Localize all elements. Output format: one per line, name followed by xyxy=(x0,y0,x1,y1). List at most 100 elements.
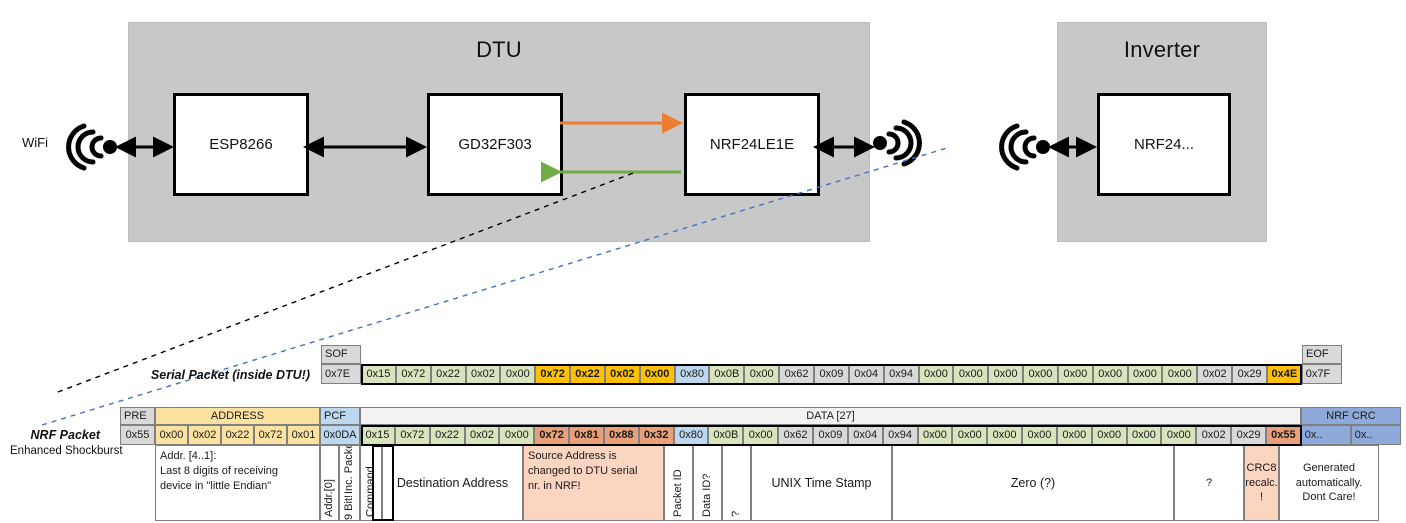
desc-pcf-line2: Inc. Packet Length xyxy=(343,445,355,494)
desc-unknown-1: ? xyxy=(722,445,751,521)
serial-byte-9: 0x80 xyxy=(674,364,710,384)
serial-byte-25: 0x29 xyxy=(1232,364,1267,384)
nrf-crc-cells: 0x..0x.. xyxy=(1300,425,1401,445)
desc-pcf: 9 Bit! Inc. Packet Length xyxy=(339,445,360,521)
nrf-byte-3: 0x02 xyxy=(464,425,500,445)
desc-zero: Zero (?) xyxy=(892,445,1174,521)
desc-crc8-line2: recalc. xyxy=(1245,476,1278,489)
nrf-pcf-header: PCF xyxy=(320,407,360,425)
desc-address: Addr. [4..1]: Last 8 digits of receiving… xyxy=(155,445,320,521)
chip-nrf24-inverter[interactable]: NRF24... xyxy=(1097,93,1231,196)
nrf-byte-21: 0x00 xyxy=(1091,425,1127,445)
desc-source-address: Source Address is changed to DTU serial … xyxy=(523,445,664,521)
serial-byte-1: 0x72 xyxy=(395,364,431,384)
serial-sof-value: 0x7E xyxy=(321,364,361,384)
serial-byte-4: 0x00 xyxy=(500,364,536,384)
nrf-crc-byte-0: 0x.. xyxy=(1300,425,1351,445)
dtu-antenna-dot xyxy=(873,136,887,150)
chip-esp8266-label: ESP8266 xyxy=(209,136,273,153)
wifi-label: WiFi xyxy=(22,135,48,150)
nrf-address-byte-4: 0x01 xyxy=(287,425,320,445)
serial-byte-12: 0x62 xyxy=(779,364,814,384)
serial-byte-21: 0x00 xyxy=(1092,364,1128,384)
wifi-antenna-dot xyxy=(103,140,117,154)
serial-byte-11: 0x00 xyxy=(744,364,780,384)
desc-data-id: Data ID? xyxy=(693,445,722,521)
serial-byte-22: 0x00 xyxy=(1127,364,1163,384)
desc-address-line3: device in "little Endian" xyxy=(160,479,272,492)
serial-byte-5: 0x72 xyxy=(535,364,571,384)
serial-byte-15: 0x94 xyxy=(883,364,919,384)
desc-nrfcrc-line2: automatically. xyxy=(1295,476,1363,489)
nrf-byte-18: 0x00 xyxy=(987,425,1023,445)
desc-destination-address: Destination Address xyxy=(382,445,523,521)
serial-byte-19: 0x00 xyxy=(1023,364,1058,384)
nrf-pre-value: 0x55 xyxy=(120,425,155,445)
nrf-byte-17: 0x00 xyxy=(952,425,988,445)
nrf-address-byte-2: 0x22 xyxy=(221,425,254,445)
desc-addr0: Addr.[0] xyxy=(320,445,339,521)
serial-byte-20: 0x00 xyxy=(1057,364,1093,384)
inverter-radio-antenna-icon xyxy=(999,123,1037,171)
nrf-address-byte-1: 0x02 xyxy=(188,425,221,445)
wifi-antenna-icon xyxy=(66,123,104,171)
nrf-address-header: ADDRESS xyxy=(155,407,320,425)
serial-header-row: SOF xyxy=(321,345,361,364)
serial-byte-10: 0x0B xyxy=(709,364,745,384)
nrf-packet-label: NRF Packet xyxy=(30,428,100,442)
nrf-byte-24: 0x02 xyxy=(1196,425,1232,445)
chip-esp8266[interactable]: ESP8266 xyxy=(173,93,309,196)
nrf-byte-5: 0x72 xyxy=(534,425,570,445)
nrf-byte-1: 0x72 xyxy=(394,425,430,445)
nrf-byte-23: 0x00 xyxy=(1161,425,1197,445)
nrf-byte-13: 0x09 xyxy=(812,425,848,445)
dtu-radio-antenna-icon xyxy=(886,119,922,167)
nrf-crc-header: NRF CRC xyxy=(1301,407,1401,425)
nrf-address-byte-0: 0x00 xyxy=(155,425,188,445)
desc-crc8-line3: ! xyxy=(1259,491,1264,504)
nrf-byte-12: 0x62 xyxy=(778,425,813,445)
desc-crc8-line1: CRC8 xyxy=(1246,461,1277,474)
desc-crc8: CRC8 recalc. ! xyxy=(1244,445,1279,521)
desc-address-line1: Addr. [4..1]: xyxy=(160,450,217,462)
desc-unknown-2: ? xyxy=(1174,445,1244,521)
nrf-byte-8: 0x32 xyxy=(638,425,674,445)
nrf-description-row: Addr. [4..1]: Last 8 digits of receiving… xyxy=(155,445,1379,521)
nrf-header-row: PRE ADDRESS PCF DATA [27] NRF CRC xyxy=(120,407,1401,425)
inverter-title: Inverter xyxy=(1123,37,1201,62)
serial-byte-24: 0x02 xyxy=(1197,364,1233,384)
desc-nrf-crc: Generated automatically. Dont Care! xyxy=(1279,445,1379,521)
desc-command: Command xyxy=(360,445,382,521)
desc-source-line3: nr. in NRF! xyxy=(528,479,581,492)
nrf-byte-7: 0x88 xyxy=(603,425,639,445)
serial-byte-2: 0x22 xyxy=(430,364,466,384)
nrf-packet-sublabel: Enhanced Shockburst xyxy=(10,445,123,457)
chip-nrf24le1e-label: NRF24LE1E xyxy=(709,136,795,153)
serial-byte-7: 0x02 xyxy=(604,364,640,384)
chip-nrf24-inverter-label: NRF24... xyxy=(1133,136,1194,153)
desc-source-line1: Source Address is xyxy=(528,450,617,462)
nrf-byte-0: 0x15 xyxy=(360,425,395,445)
serial-eof-value: 0x7F xyxy=(1301,364,1342,384)
nrf-byte-22: 0x00 xyxy=(1126,425,1162,445)
nrf-byte-6: 0x81 xyxy=(569,425,604,445)
desc-source-line2: changed to DTU serial xyxy=(528,464,638,477)
serial-byte-18: 0x00 xyxy=(988,364,1024,384)
desc-pcf-vertical: 9 Bit! Inc. Packet Length xyxy=(343,445,355,520)
serial-sof-header: SOF xyxy=(321,345,361,364)
nrf-pre-header: PRE xyxy=(120,407,155,425)
nrf-byte-20: 0x00 xyxy=(1056,425,1092,445)
desc-packet-id: Packet ID xyxy=(664,445,693,521)
chip-gd32f303[interactable]: GD32F303 xyxy=(427,93,563,196)
chip-gd32f303-label: GD32F303 xyxy=(458,136,532,153)
desc-nrfcrc-line1: Generated xyxy=(1303,461,1355,474)
nrf-byte-14: 0x04 xyxy=(847,425,883,445)
chip-nrf24le1e[interactable]: NRF24LE1E xyxy=(684,93,820,196)
serial-byte-16: 0x00 xyxy=(918,364,954,384)
desc-nrfcrc-line3: Dont Care! xyxy=(1302,491,1356,504)
nrf-data-header: DATA [27] xyxy=(360,407,1301,425)
